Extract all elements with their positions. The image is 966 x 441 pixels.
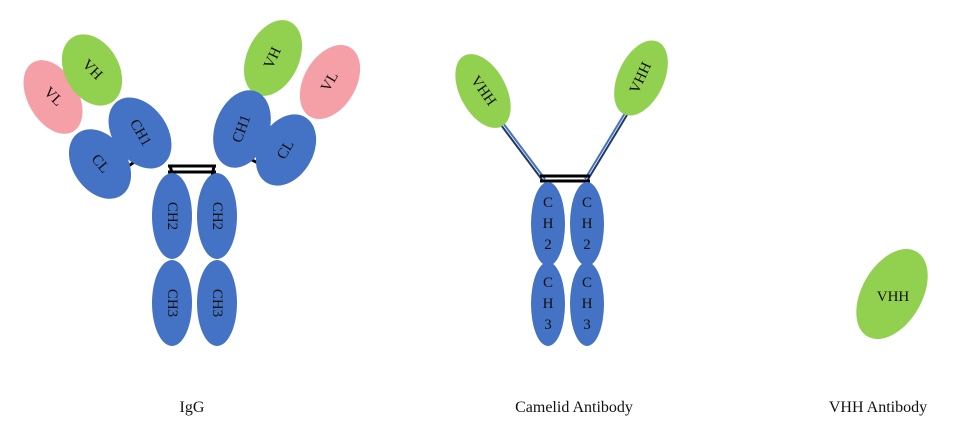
- camelid-left-ch2-h: H: [543, 216, 554, 232]
- camelid-left-linker-shadow: [496, 114, 546, 180]
- igg-left-ch1-domain: [108, 97, 172, 169]
- vhh-structure: VHH VHH Antibody: [829, 248, 928, 416]
- igg-left-ch2-label: CH2: [164, 202, 180, 230]
- igg-left-cl-domain: [68, 129, 132, 199]
- camelid-right-ch3-h: H: [582, 296, 593, 312]
- camelid-right-linker-shadow: [584, 107, 629, 180]
- camelid-right-ch2-c: C: [582, 195, 592, 211]
- camelid-left-ch2-2: 2: [544, 237, 552, 253]
- vhh-antibody-label: VHH: [877, 289, 910, 305]
- igg-right-cl-domain: [255, 114, 317, 186]
- camelid-left-ch3-h: H: [543, 296, 554, 312]
- camelid-caption: Camelid Antibody: [515, 399, 633, 416]
- igg-left-ch3-label: CH3: [164, 289, 180, 317]
- vhh-antibody-caption: VHH Antibody: [829, 399, 927, 416]
- camelid-left-ch2-domain: [531, 182, 565, 266]
- camelid-right-ch3-3: 3: [583, 317, 591, 333]
- camelid-right-ch3-domain: [570, 262, 604, 346]
- igg-caption: IgG: [180, 399, 205, 416]
- camelid-right-ch2-h: H: [582, 216, 593, 232]
- camelid-left-ch3-c: C: [543, 275, 553, 291]
- camelid-left-linker: [494, 116, 544, 182]
- camelid-right-linker: [586, 109, 631, 182]
- igg-right-vh-domain: [243, 20, 303, 96]
- igg-left-ch3-domain: [152, 260, 192, 346]
- igg-left-ch2-domain: [152, 173, 192, 259]
- igg-left-vh-domain: [61, 34, 123, 106]
- igg-right-vl-domain: [299, 45, 361, 119]
- vhh-antibody-domain: [856, 248, 928, 340]
- camelid-structure: VHH VHH C H 2 C H 2 C H 3 C H 3 Camelid …: [455, 40, 668, 416]
- igg-right-ch2-label: CH2: [209, 202, 225, 230]
- igg-right-ch3-domain: [197, 260, 237, 346]
- camelid-right-vhh-domain: [614, 40, 668, 116]
- camelid-left-vhh-domain: [455, 54, 511, 128]
- igg-structure: VL VH CL CH1 VH VL CH1 CL CH2 CH2 CH3 CH…: [23, 20, 361, 416]
- camelid-right-ch2-2: 2: [583, 237, 591, 253]
- camelid-left-ch2-c: C: [543, 195, 553, 211]
- camelid-left-ch3-3: 3: [544, 317, 552, 333]
- igg-right-ch2-domain: [197, 173, 237, 259]
- igg-right-ch1-domain: [213, 90, 271, 168]
- igg-right-ch3-label: CH3: [209, 289, 225, 317]
- camelid-left-ch3-domain: [531, 262, 565, 346]
- camelid-right-ch3-c: C: [582, 275, 592, 291]
- camelid-right-ch2-domain: [570, 182, 604, 266]
